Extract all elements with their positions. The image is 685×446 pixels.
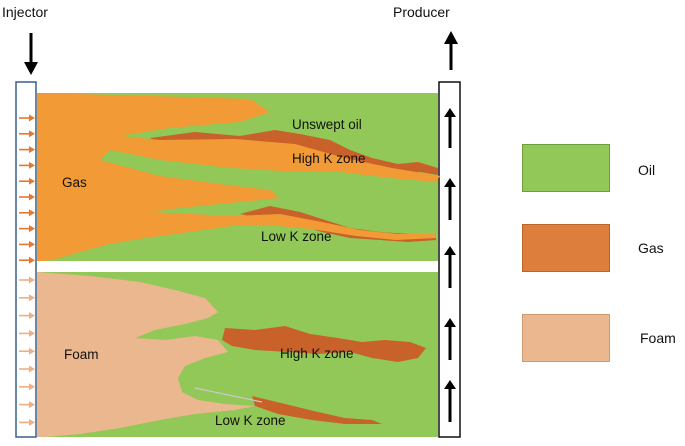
top-low-k-label: Low K zone xyxy=(261,229,332,244)
outlet-arrow xyxy=(444,380,456,422)
inlet-arrow xyxy=(19,401,35,409)
bottom-low-k-boundary xyxy=(194,387,263,403)
producer-up-arrow xyxy=(444,31,458,70)
inlet-arrow xyxy=(19,240,35,248)
outlet-arrow xyxy=(444,318,456,360)
legend-label-foam: Foam xyxy=(640,330,676,346)
inlet-arrow xyxy=(19,276,35,284)
inlet-arrow xyxy=(19,225,35,233)
outlet-arrow xyxy=(444,108,456,148)
bottom-high-k-streak xyxy=(222,326,426,362)
inlet-arrow xyxy=(19,256,35,264)
top-unswept-oil-label: Unswept oil xyxy=(292,117,362,132)
inlet-arrow xyxy=(19,161,35,169)
legend-swatch-foam xyxy=(522,314,610,362)
panel-separator xyxy=(37,261,438,272)
bottom-low-k-label: Low K zone xyxy=(215,413,286,428)
top-high-k-label: High K zone xyxy=(292,151,366,166)
legend-swatch-oil xyxy=(522,144,610,192)
bottom-low-k-streak xyxy=(252,396,382,424)
bottom-gas-streaks xyxy=(222,326,426,424)
inlet-arrow xyxy=(19,209,35,217)
legend-label-oil: Oil xyxy=(638,162,656,178)
inlet-arrow xyxy=(19,365,35,373)
inlet-arrow xyxy=(19,193,35,201)
outlet-arrow xyxy=(444,246,456,288)
injector-label: Injector xyxy=(2,4,48,20)
bottom-foam-front xyxy=(37,272,255,437)
producer-label: Producer xyxy=(393,4,450,20)
inlet-arrow xyxy=(19,383,35,391)
outlet-arrows xyxy=(444,108,456,422)
inlet-arrow xyxy=(19,114,35,122)
legend-swatch-gas xyxy=(522,224,610,272)
inlet-arrow xyxy=(19,294,35,302)
legend-label-gas: Gas xyxy=(638,240,664,256)
inlet-arrow xyxy=(19,146,35,154)
bottom-foam-label: Foam xyxy=(64,347,99,362)
top-gas-label: Gas xyxy=(62,175,87,190)
bottom-high-k-label: High K zone xyxy=(280,346,354,361)
inlet-arrow xyxy=(19,177,35,185)
inlet-arrow xyxy=(19,418,35,426)
inlet-arrow xyxy=(19,329,35,337)
outlet-arrow xyxy=(444,178,456,220)
inlet-arrow xyxy=(19,347,35,355)
injector-down-arrow xyxy=(24,33,38,75)
inlet-arrow xyxy=(19,130,35,138)
top-gas-plume xyxy=(37,93,440,261)
inlet-arrows xyxy=(19,114,35,426)
inlet-arrow xyxy=(19,312,35,320)
